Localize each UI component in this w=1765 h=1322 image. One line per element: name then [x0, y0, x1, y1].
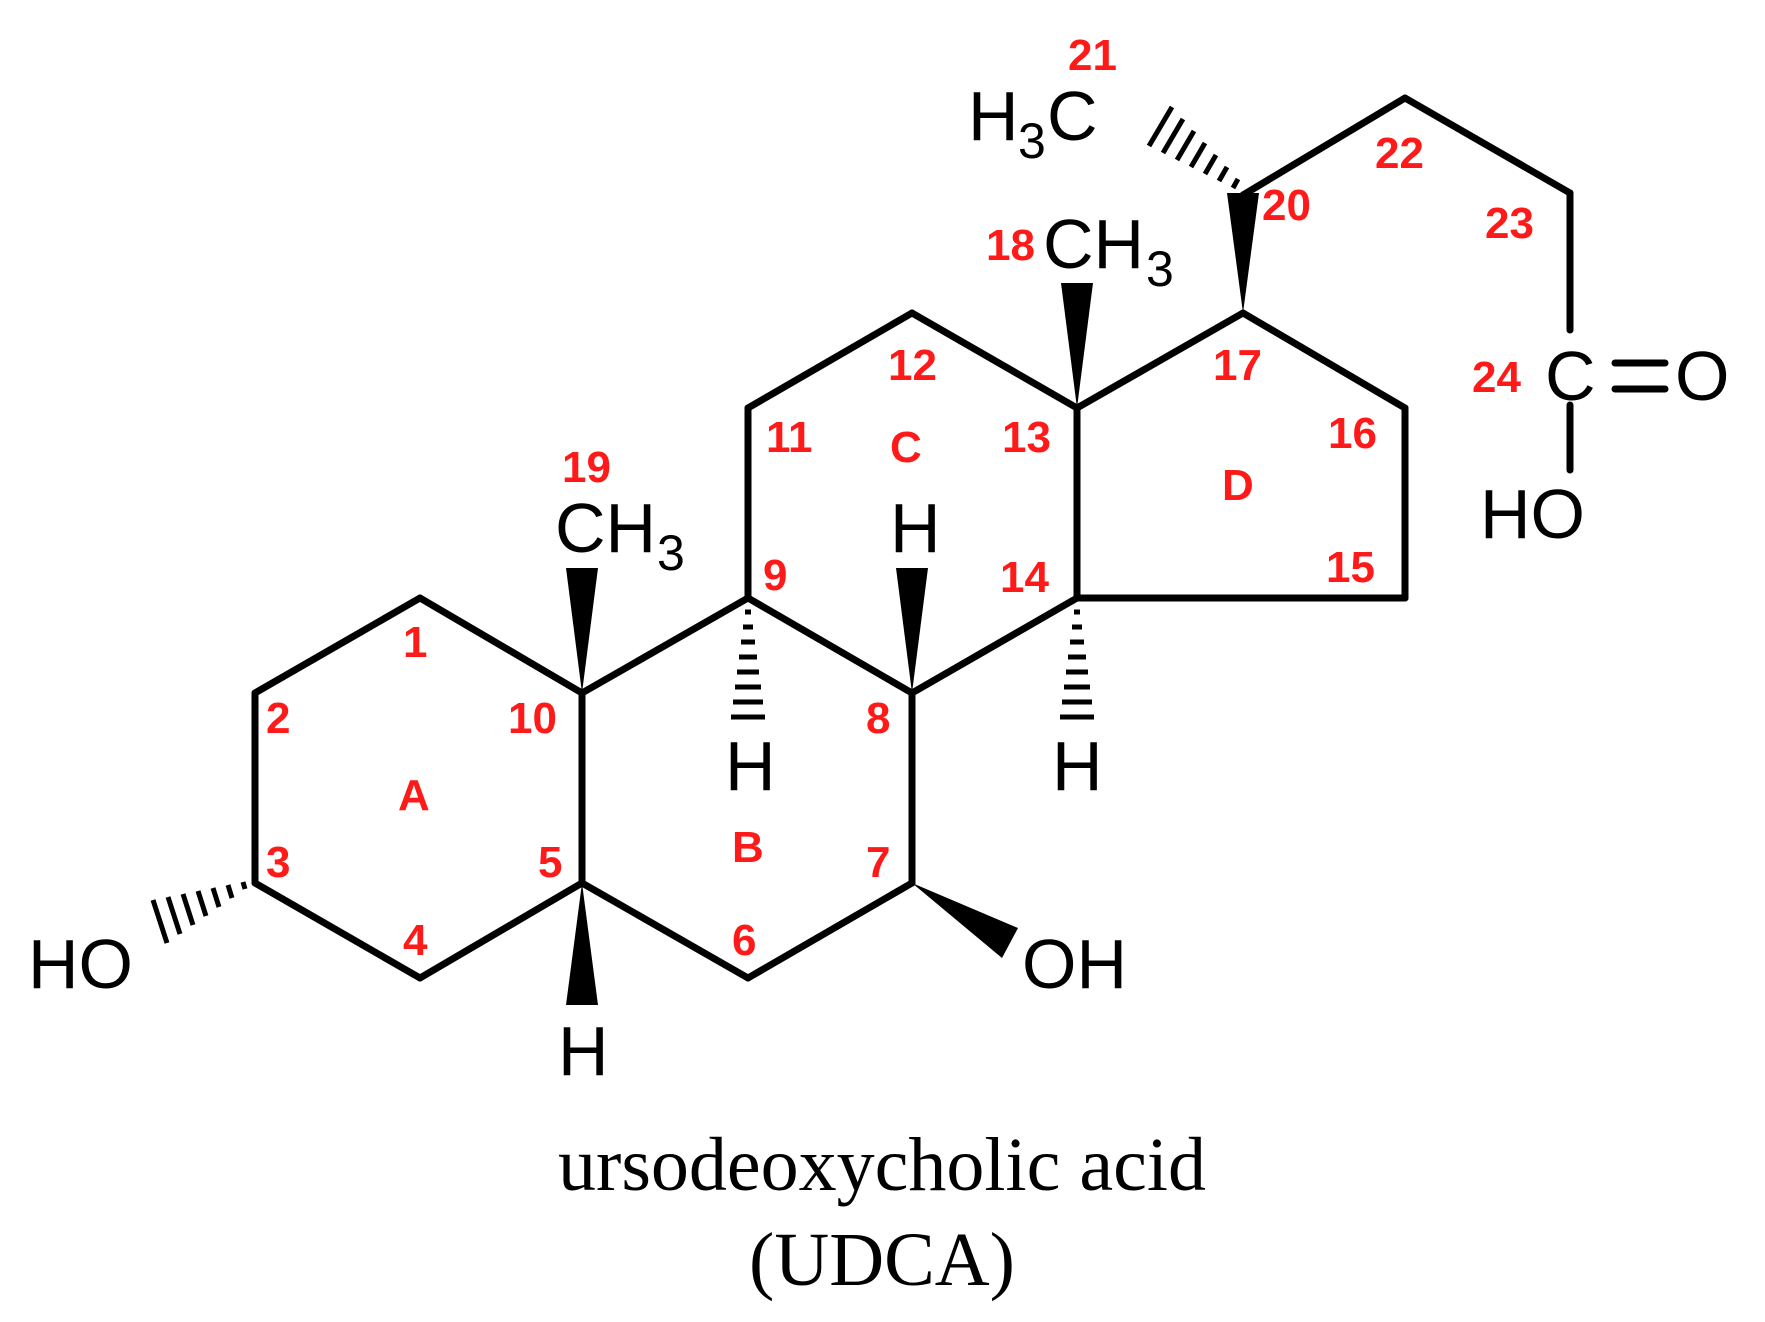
carbonyl-double-bond	[1611, 359, 1669, 393]
ring-d-bonds	[1073, 309, 1409, 602]
side-chain-bonds	[1239, 94, 1574, 474]
carbon-number: 22	[1375, 129, 1424, 178]
wedge-c17-c20	[1227, 193, 1259, 313]
carbon-number: 12	[888, 341, 937, 390]
carbon-number: 15	[1326, 543, 1375, 592]
svg-text:3: 3	[1146, 241, 1174, 297]
wedge-c8-h	[896, 568, 928, 693]
h-5-label: H	[558, 1012, 609, 1090]
h-9-label: H	[725, 727, 776, 805]
ring-letter-a: A	[398, 771, 430, 820]
carbon-number: 5	[538, 838, 562, 887]
h-8-label: H	[890, 489, 941, 567]
ch3-19-group: CH 3	[555, 489, 685, 581]
carbon-number: 23	[1485, 199, 1534, 248]
carbon-number: 11	[766, 413, 813, 462]
ho-3-label: HO	[28, 925, 133, 1003]
hash-c20-c21	[1146, 105, 1241, 190]
carbon-number: 2	[266, 694, 290, 743]
carbon-number: 16	[1328, 409, 1377, 458]
svg-text:CH: CH	[1043, 205, 1144, 283]
svg-text:CH: CH	[555, 489, 656, 567]
compound-name: ursodeoxycholic acid	[558, 1123, 1206, 1207]
h-14-label: H	[1052, 727, 1103, 805]
ring-c-bonds	[744, 309, 1081, 697]
svg-text:3: 3	[657, 525, 685, 581]
o-24-label: O	[1675, 337, 1729, 415]
carbon-number: 20	[1262, 181, 1311, 230]
wedge-c7-oh	[912, 883, 1018, 958]
carbon-number: 9	[763, 551, 787, 600]
carbon-number: 14	[1000, 553, 1049, 602]
ring-letter-labels: A B C D	[398, 423, 1254, 872]
svg-text:C: C	[1047, 77, 1098, 155]
carbon-number: 8	[866, 694, 890, 743]
hash-c3-oh	[150, 881, 248, 944]
ring-letter-d: D	[1222, 461, 1254, 510]
ring-letter-b: B	[732, 823, 764, 872]
c-24-label: C	[1545, 337, 1596, 415]
svg-text:H: H	[968, 77, 1019, 155]
carbon-number: 3	[266, 838, 290, 887]
hash-c14-h	[1060, 609, 1094, 720]
carbon-number: 10	[508, 694, 557, 743]
svg-text:3: 3	[1018, 113, 1046, 169]
carbon-number: 6	[732, 916, 756, 965]
carbon-number: 4	[403, 916, 428, 965]
hash-c9-h	[731, 609, 765, 720]
ring-letter-c: C	[890, 423, 922, 472]
ring-a-bonds	[251, 594, 586, 982]
wedge-c5-h	[566, 883, 598, 1005]
ho-24-label: HO	[1480, 475, 1585, 553]
carbon-number: 24	[1472, 353, 1521, 402]
wedge-c13-c18	[1061, 283, 1093, 408]
wedge-c10-c19	[566, 568, 598, 693]
ring-b-bonds	[578, 594, 916, 982]
carbon-number: 18	[986, 221, 1035, 270]
carbon-number: 21	[1068, 31, 1117, 80]
h3c-21-group: H 3 C	[968, 77, 1098, 169]
ch3-18-group: CH 3	[1043, 205, 1174, 297]
oh-7-label: OH	[1022, 925, 1127, 1003]
carbon-number: 7	[866, 838, 890, 887]
compound-abbreviation: (UDCA)	[749, 1218, 1015, 1302]
carbon-number: 1	[403, 618, 427, 667]
carbon-number: 19	[562, 443, 611, 492]
carbon-number: 13	[1002, 413, 1051, 462]
carbon-number-labels: 1 2 3 4 5 6 7 8 9 10 11 12 13 14 15 16 1…	[266, 31, 1534, 965]
carbon-number: 17	[1213, 341, 1262, 390]
